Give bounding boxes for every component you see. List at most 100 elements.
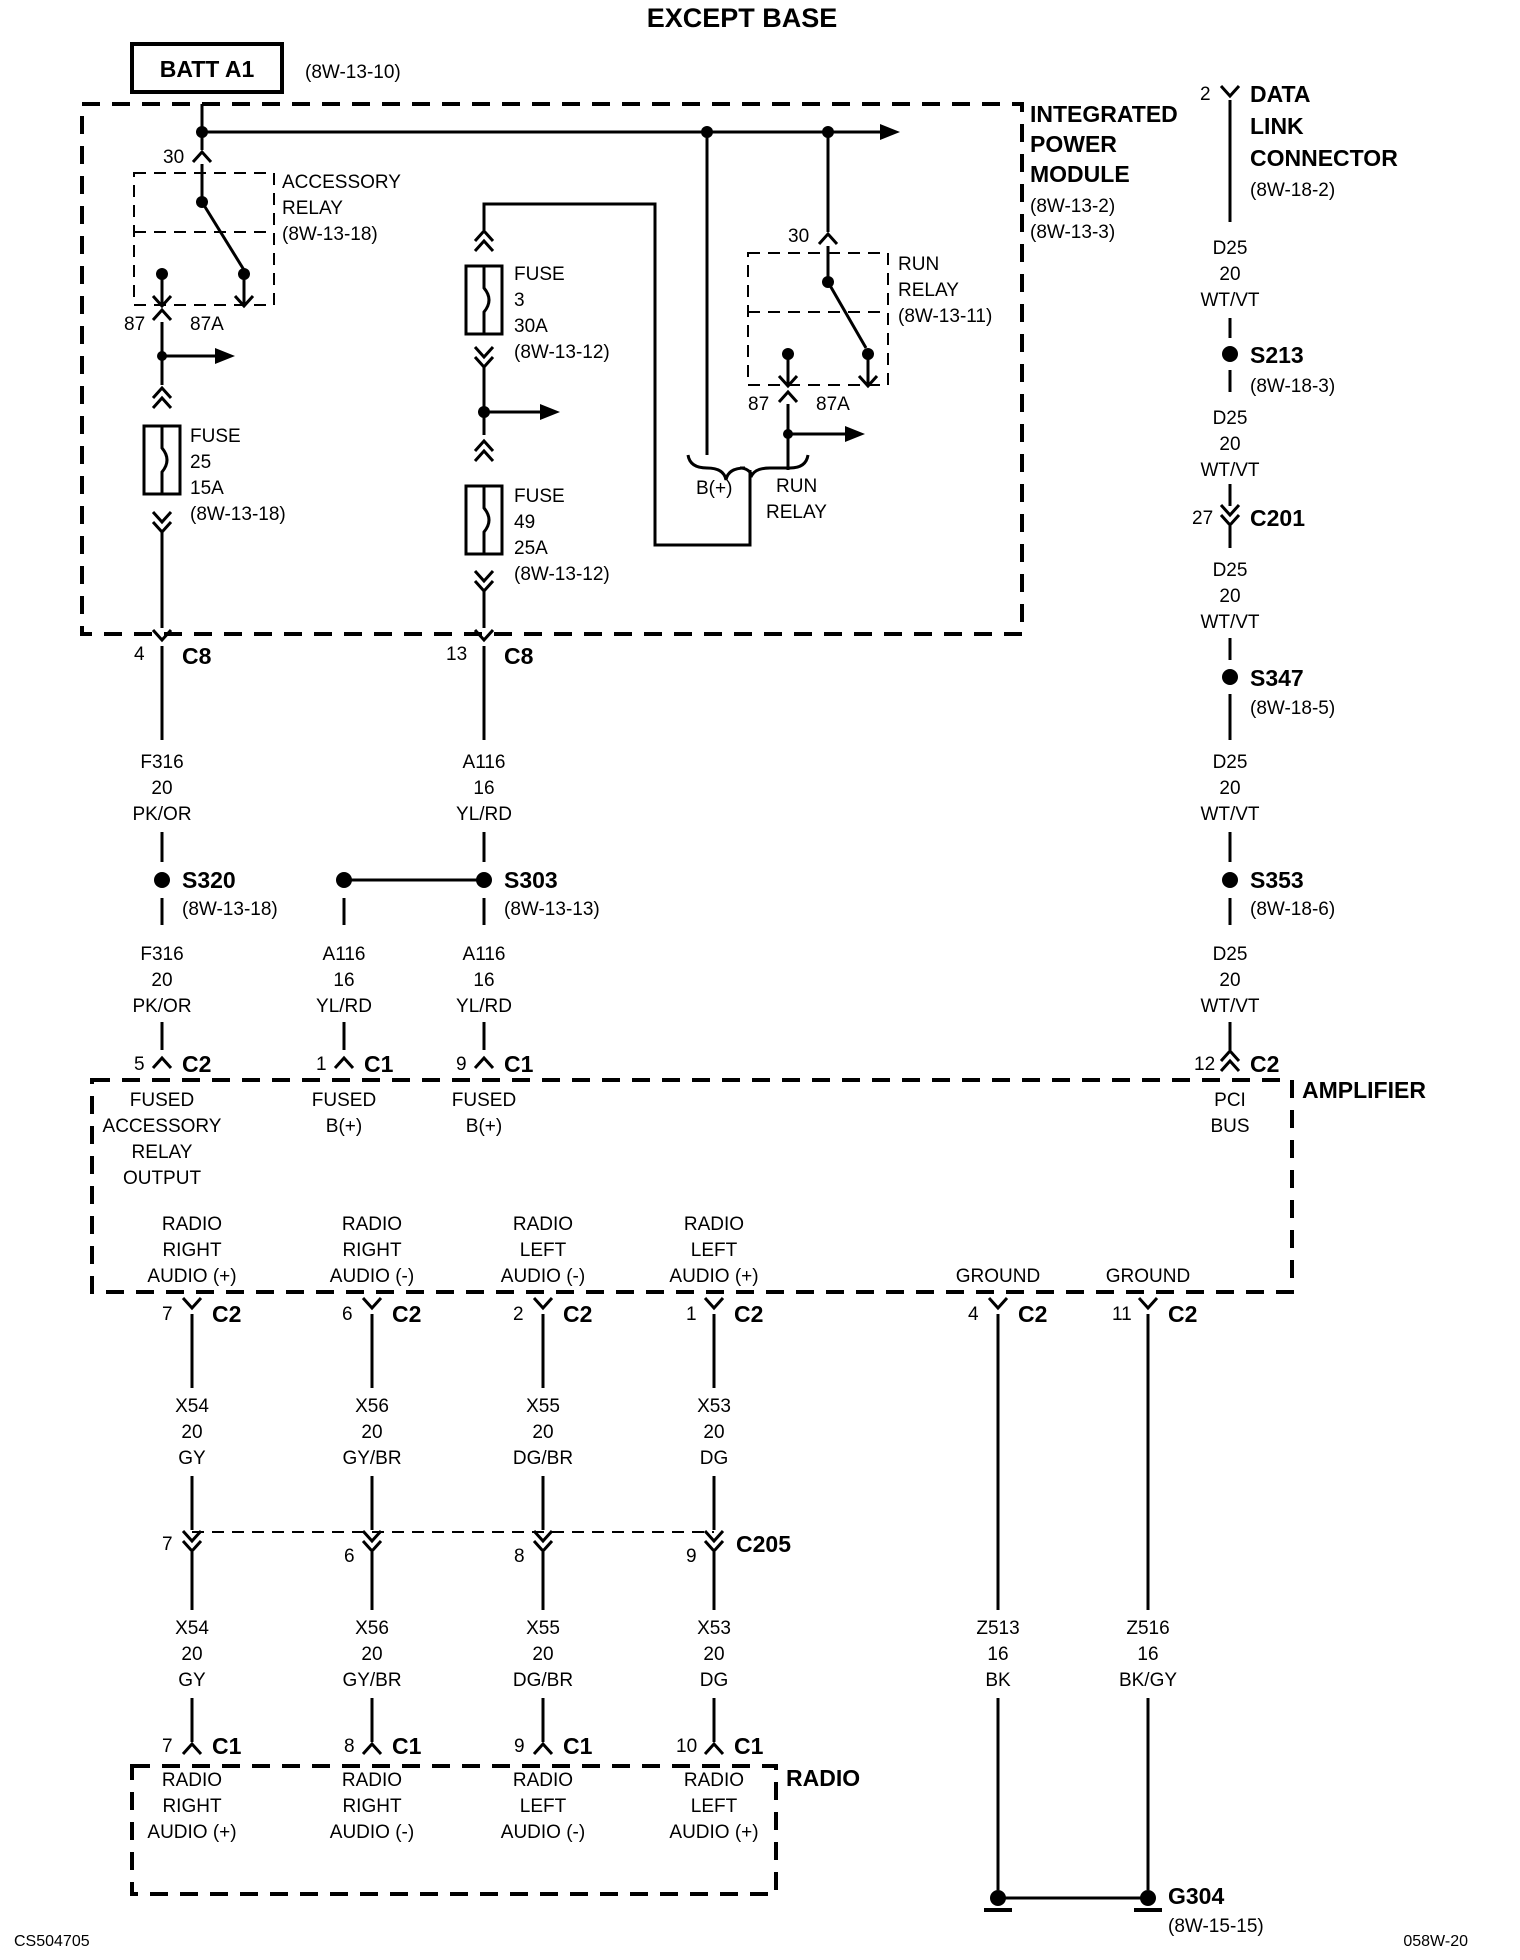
amp-top-pin-3: 9 C1 FUSED B(+) <box>452 1051 534 1137</box>
wire-color: YL/RD <box>456 996 512 1017</box>
run-pin30: 30 <box>788 226 809 247</box>
ipm-label-2: POWER <box>1030 131 1117 157</box>
batt-ref: (8W-13-10) <box>305 62 401 83</box>
wire-gauge: 20 <box>361 1644 382 1665</box>
g304-name: G304 <box>1168 1883 1224 1909</box>
wire-gauge: 20 <box>532 1422 553 1443</box>
accessory-relay: 30 ACCESSORY RELAY (8W-13-18) 87 87A <box>124 147 401 385</box>
wire-color: BK <box>985 1670 1011 1691</box>
pin-desc: RELAY <box>132 1142 193 1163</box>
dlc-ref: (8W-18-2) <box>1250 180 1335 201</box>
dlc-w4-color: WT/VT <box>1200 804 1259 825</box>
c8b-pin: 13 <box>446 644 467 665</box>
wire-code: X55 <box>526 1618 560 1639</box>
radio-label: RADIO <box>786 1765 860 1791</box>
wire-code: X54 <box>175 1618 209 1639</box>
pin-desc: AUDIO (+) <box>669 1822 758 1843</box>
wire-code: A116 <box>463 944 506 965</box>
data-link-connector: 2 DATA LINK CONNECTOR (8W-18-2) D25 20 W… <box>1192 81 1398 1050</box>
wire-color: YL/RD <box>456 804 512 825</box>
dlc-w5-gauge: 20 <box>1219 970 1240 991</box>
dlc-w2-code: D25 <box>1213 408 1248 429</box>
run-b-plus: B(+) <box>696 478 732 499</box>
pin-connector: C2 <box>1018 1301 1047 1327</box>
fuse3-ref: (8W-13-12) <box>514 342 610 363</box>
pin-desc: RADIO <box>342 1214 402 1235</box>
amplifier-label: AMPLIFIER <box>1302 1077 1426 1103</box>
pin-connector: C2 <box>1250 1051 1279 1077</box>
pin-desc: AUDIO (+) <box>147 1822 236 1843</box>
dlc-w1-code: D25 <box>1213 238 1248 259</box>
pin-connector: C1 <box>364 1051 394 1077</box>
fuse25-l3: 15A <box>190 478 224 499</box>
batt-box <box>130 42 284 94</box>
pin-desc: RADIO <box>513 1214 573 1235</box>
pin-desc: FUSED <box>130 1090 194 1111</box>
fuse49-l2: 49 <box>514 512 535 533</box>
pin-desc: FUSED <box>452 1090 516 1111</box>
wire-code: Z513 <box>976 1618 1019 1639</box>
pin-desc: RADIO <box>162 1770 222 1791</box>
run-pin87: 87 <box>748 394 769 415</box>
wire-color: GY <box>178 1670 206 1691</box>
ipm-label-1: INTEGRATED <box>1030 101 1178 127</box>
pin-connector: C2 <box>212 1301 241 1327</box>
pin-desc: FUSED <box>312 1090 376 1111</box>
fuse25-l1: FUSE <box>190 426 241 447</box>
fuse49-l3: 25A <box>514 538 548 559</box>
pin-number: 9 <box>456 1054 467 1075</box>
pin-desc: LEFT <box>691 1240 738 1261</box>
wire-code: X53 <box>697 1618 731 1639</box>
wire-gauge: 16 <box>333 970 354 991</box>
s213-ref: (8W-18-3) <box>1250 376 1335 397</box>
wire-gauge: 20 <box>703 1422 724 1443</box>
pin-desc: RADIO <box>684 1214 744 1235</box>
wire-color: PK/OR <box>132 804 191 825</box>
wire-gauge: 20 <box>151 970 172 991</box>
fuse25-l2: 25 <box>190 452 211 473</box>
wire-color: GY/BR <box>342 1448 401 1469</box>
wire-code: A116 <box>463 752 506 773</box>
pin-connector: C2 <box>182 1051 211 1077</box>
s347-name: S347 <box>1250 665 1304 691</box>
dlc-label-2: LINK <box>1250 113 1304 139</box>
pin-number: 12 <box>1194 1054 1215 1075</box>
wire-color: DG/BR <box>513 1448 573 1469</box>
wire-color: PK/OR <box>132 996 191 1017</box>
pin-desc: LEFT <box>691 1796 738 1817</box>
pin-desc: B(+) <box>326 1116 362 1137</box>
footer-right: 058W-20 <box>1403 1933 1468 1950</box>
dlc-w4-gauge: 20 <box>1219 778 1240 799</box>
c201-name: C201 <box>1250 505 1305 531</box>
amp-bottom-labels: RADIO RIGHT AUDIO (+) RADIO RIGHT AUDIO … <box>147 1214 1190 1287</box>
footer-left: CS504705 <box>14 1933 90 1950</box>
wire-color: GY <box>178 1448 206 1469</box>
pin-number: 1 <box>686 1304 697 1325</box>
c8a-name: C8 <box>182 643 212 669</box>
pin-connector: C1 <box>504 1051 534 1077</box>
wire-a116-lower-left: A116 16 YL/RD <box>316 944 372 1017</box>
audio-wires-lower: X54 20 GY X56 20 GY/BR X55 20 DG/BR X53 … <box>175 1552 731 1742</box>
fuse3-l3: 30A <box>514 316 548 337</box>
acc-pin87: 87 <box>124 314 145 335</box>
wire-gauge: 20 <box>361 1422 382 1443</box>
ipm-ref-1: (8W-13-2) <box>1030 196 1115 217</box>
amp-top-pin-4: 12 C2 PCI BUS <box>1194 1049 1279 1137</box>
c205-connector: 7 6 8 9 C205 <box>162 1529 791 1567</box>
acc-pin87a: 87A <box>190 314 224 335</box>
pin-desc: AUDIO (-) <box>501 1266 585 1287</box>
wire-a116-upper: A116 16 YL/RD <box>456 752 512 825</box>
c8a-pin: 4 <box>134 644 145 665</box>
pin-desc: OUTPUT <box>123 1168 202 1189</box>
pin-connector: C2 <box>563 1301 592 1327</box>
dlc-w1-gauge: 20 <box>1219 264 1240 285</box>
run-relay-tag-1: RUN <box>776 476 817 497</box>
pin-desc: GROUND <box>1106 1266 1190 1287</box>
diagram-title: EXCEPT BASE <box>647 3 838 33</box>
pin-desc: BUS <box>1210 1116 1249 1137</box>
fuse3-l2: 3 <box>514 290 525 311</box>
audio-wires-upper: X54 20 GY X56 20 GY/BR X55 20 DG/BR X53 … <box>175 1314 731 1530</box>
wire-gauge: 20 <box>532 1644 553 1665</box>
run-relay: 30 RUN RELAY (8W-13-11) 87 87A B(+) RUN … <box>686 226 992 523</box>
